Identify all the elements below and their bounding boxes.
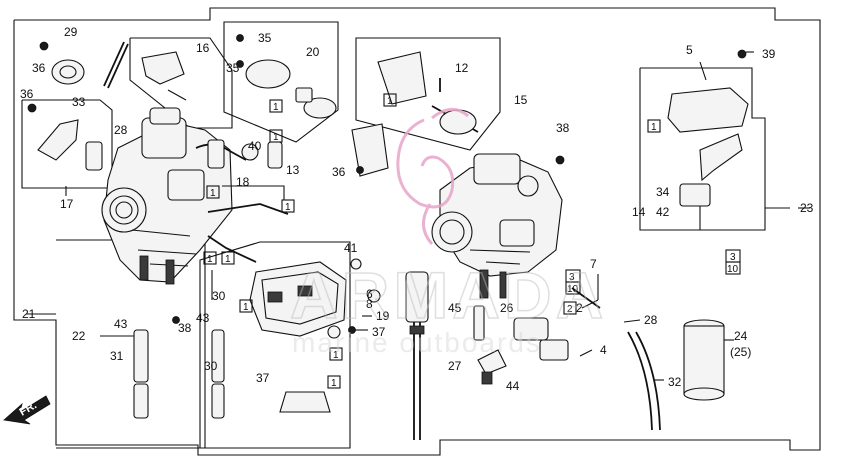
callout-17: 17 bbox=[60, 197, 74, 211]
callout-22: 22 bbox=[72, 329, 86, 343]
callout-44: 44 bbox=[506, 379, 520, 393]
svg-text:1: 1 bbox=[285, 202, 291, 213]
callouts: 29 36 36 33 28 17 16 35 35 20 40 13 18 3… bbox=[20, 25, 814, 393]
callout-4: 4 bbox=[600, 343, 607, 357]
callout-20: 20 bbox=[306, 45, 320, 59]
svg-text:1: 1 bbox=[333, 350, 339, 361]
callout-35: 35 bbox=[226, 61, 240, 75]
callout-36: 36 bbox=[332, 165, 346, 179]
callout-31: 31 bbox=[110, 349, 124, 363]
small-parts bbox=[27, 34, 749, 440]
callout-37: 37 bbox=[372, 325, 386, 339]
callout-43: 43 bbox=[114, 317, 128, 331]
callout-40: 40 bbox=[248, 139, 262, 153]
callout-5: 5 bbox=[686, 43, 693, 57]
callout-28: 28 bbox=[644, 313, 658, 327]
callout-43: 43 bbox=[196, 311, 210, 325]
svg-text:1: 1 bbox=[331, 378, 337, 389]
callout-32: 32 bbox=[668, 375, 682, 389]
callout-2: 2 bbox=[576, 301, 583, 315]
watermark-tagline: marine outboards bbox=[292, 327, 542, 358]
callout-30: 30 bbox=[204, 359, 218, 373]
svg-text:10: 10 bbox=[567, 284, 579, 295]
svg-text:3: 3 bbox=[569, 272, 575, 283]
callout-33: 33 bbox=[72, 95, 86, 109]
callout-14: 14 bbox=[632, 205, 646, 219]
callout-24: 24 bbox=[734, 329, 748, 343]
svg-text:1: 1 bbox=[651, 122, 657, 133]
callout-21: 21 bbox=[22, 307, 36, 321]
svg-text:1: 1 bbox=[243, 302, 249, 313]
callout-36: 36 bbox=[32, 61, 46, 75]
callout-9: 30 bbox=[212, 289, 226, 303]
svg-text:2: 2 bbox=[567, 304, 573, 315]
callout-13: 13 bbox=[286, 163, 300, 177]
right-carburetor bbox=[431, 153, 563, 299]
callout-19: 19 bbox=[376, 309, 390, 323]
callout-16: 16 bbox=[196, 41, 210, 55]
watermark-brand: ARMADA bbox=[290, 258, 607, 332]
svg-text:1: 1 bbox=[210, 188, 216, 199]
callout-29: 29 bbox=[64, 25, 78, 39]
callout-28: 28 bbox=[114, 123, 128, 137]
front-direction-arrow: FR. bbox=[3, 395, 51, 425]
svg-text:1: 1 bbox=[387, 96, 393, 107]
callout-39: 39 bbox=[762, 47, 776, 61]
callout-12: 12 bbox=[455, 61, 469, 75]
svg-text:3: 3 bbox=[730, 252, 736, 263]
callout-8: 8 bbox=[366, 297, 373, 311]
callout-35: 35 bbox=[258, 31, 272, 45]
watermark: ARMADA marine outboards bbox=[289, 108, 607, 358]
callout-38: 38 bbox=[178, 321, 192, 335]
callout-36: 36 bbox=[20, 87, 34, 101]
callout-42: 42 bbox=[656, 205, 670, 219]
callout-15: 15 bbox=[514, 93, 528, 107]
left-carburetor bbox=[101, 107, 247, 285]
box-references: 1 1 1 1 1 1 1 1 1 1 1 3 10 2 3 10 bbox=[203, 93, 741, 389]
callout-25: (25) bbox=[730, 345, 751, 359]
callout-37: 37 bbox=[256, 371, 270, 385]
callout-6: 6 bbox=[366, 287, 373, 301]
callout-27: 27 bbox=[448, 359, 462, 373]
callout-34: 34 bbox=[656, 185, 670, 199]
svg-text:10: 10 bbox=[727, 264, 739, 275]
svg-text:1: 1 bbox=[273, 132, 279, 143]
callout-18: 18 bbox=[236, 175, 250, 189]
callout-7: 7 bbox=[590, 257, 597, 271]
svg-text:1: 1 bbox=[225, 254, 231, 265]
svg-text:1: 1 bbox=[273, 102, 279, 113]
leader-lines bbox=[26, 51, 810, 381]
svg-text:1: 1 bbox=[207, 254, 213, 265]
callout-41: 41 bbox=[344, 241, 358, 255]
seahorse-logo bbox=[396, 108, 469, 245]
callout-23: 23 bbox=[800, 201, 814, 215]
callout-38: 38 bbox=[556, 121, 570, 135]
callout-26: 26 bbox=[500, 301, 514, 315]
callout-45: 45 bbox=[448, 301, 462, 315]
